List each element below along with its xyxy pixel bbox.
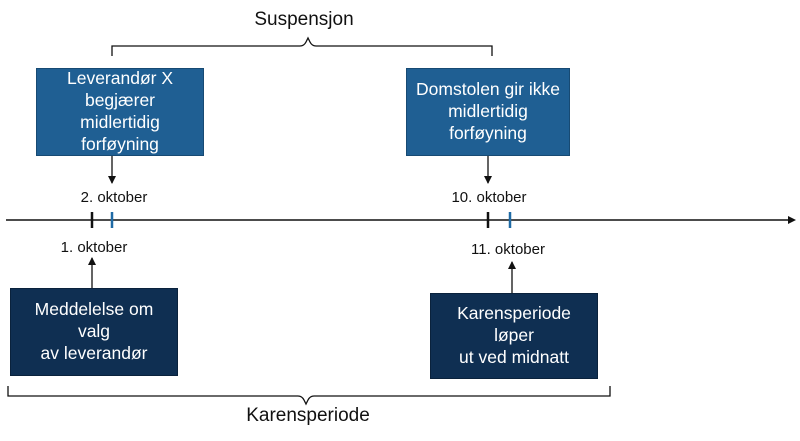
- event-box-leverandor: Leverandør X begjærer midlertidig forføy…: [36, 68, 204, 156]
- timeline-arrowhead: [788, 216, 796, 224]
- date-label-1-oktober: 1. oktober: [60, 239, 128, 256]
- date-label-2-oktober: 2. oktober: [80, 189, 148, 206]
- suspension-label: Suspensjon: [254, 9, 354, 30]
- date-label-10-oktober: 10. oktober: [451, 189, 527, 206]
- karensperiode-bracket: [7, 386, 611, 406]
- event-box-domstolen: Domstolen gir ikke midlertidig forføynin…: [406, 68, 570, 156]
- karensperiode-label: Karensperiode: [246, 405, 370, 426]
- event-box-meddelelse: Meddelelse om valg av leverandør: [10, 288, 178, 376]
- event-box-karensperiode: Karensperiode løper ut ved midnatt: [430, 293, 598, 379]
- suspension-bracket: [111, 36, 493, 56]
- date-label-11-oktober: 11. oktober: [471, 241, 545, 258]
